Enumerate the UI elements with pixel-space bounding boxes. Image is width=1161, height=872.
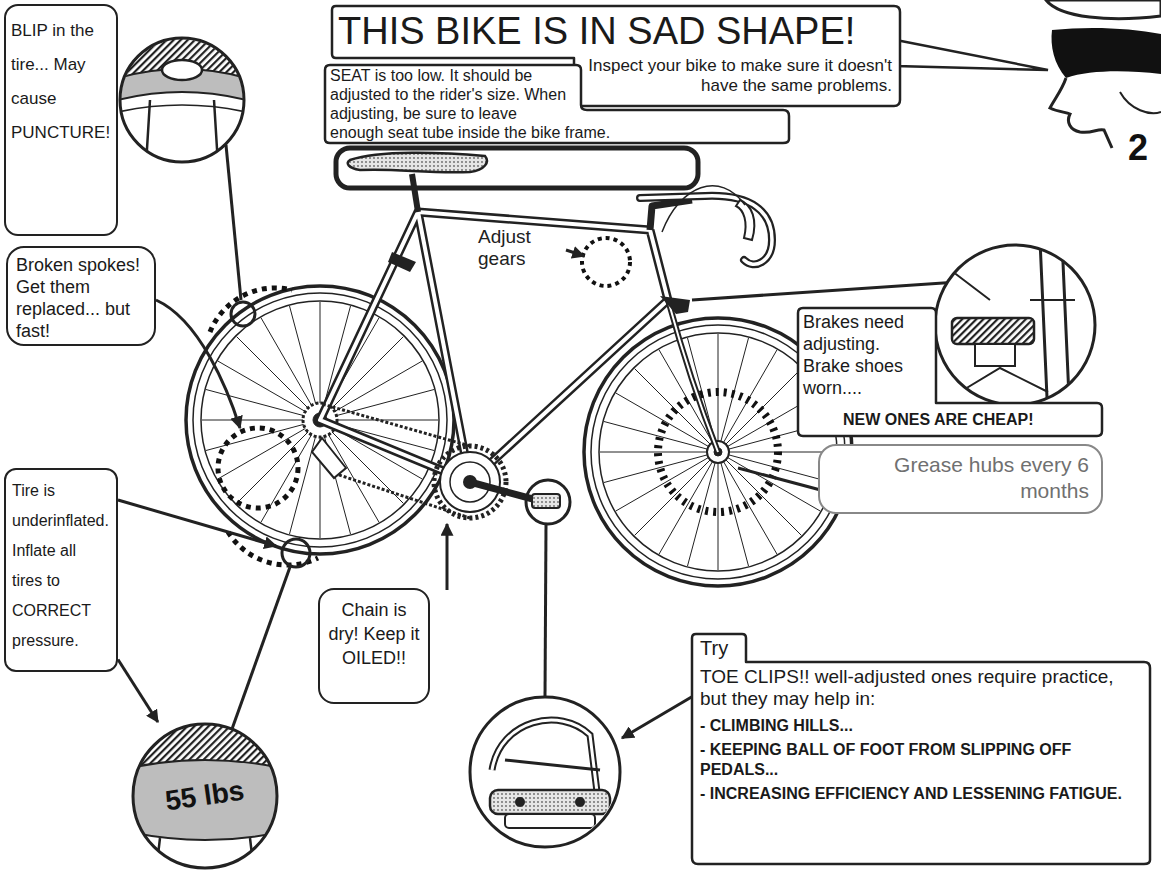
pedal-bolt xyxy=(515,797,525,807)
saddle xyxy=(348,153,487,173)
blip xyxy=(162,60,202,80)
callout-text: - CLIMBING HILLS... xyxy=(700,716,1142,736)
callout-text: Tire is underinflated. Inflate all tires… xyxy=(12,476,110,656)
speech-tail xyxy=(896,40,1048,70)
callout-text: SEAT is too low. It should be adjusted t… xyxy=(330,66,784,142)
fork-fill xyxy=(668,300,718,452)
pointer-arrow xyxy=(446,524,449,590)
callout-text: NEW ONES ARE CHEAP! xyxy=(843,409,1097,431)
callout-text: Brakes need adjusting. Brake shoes worn.… xyxy=(803,311,931,399)
brake-cable xyxy=(662,186,745,232)
seat-post xyxy=(412,174,418,212)
detail-circle xyxy=(470,697,620,847)
detail-circle xyxy=(935,245,1095,405)
fork xyxy=(668,300,718,452)
callout-bubble: Grease hubs every 6 months xyxy=(818,444,1103,514)
callout-text: BLIP in the tire... May cause PUNCTURE! xyxy=(11,14,111,150)
callout-text: - KEEPING BALL OF FOOT FROM SLIPPING OFF… xyxy=(700,740,1142,780)
helmet xyxy=(1046,0,1161,19)
callout-bubble: Broken spokes! Get them replaced... but … xyxy=(6,246,156,346)
detail-circle xyxy=(120,38,244,162)
callout-text: - INCREASING EFFICIENCY AND LESSENING FA… xyxy=(700,784,1142,804)
brake-lever xyxy=(736,200,754,240)
pointer-arrow xyxy=(118,500,276,546)
bubble-path xyxy=(798,308,1102,436)
callout-text: Broken spokes! Get them replaced... but … xyxy=(16,254,146,342)
pedal-plate xyxy=(505,814,595,828)
pointer-arrow xyxy=(566,250,584,256)
seat-callout-loop xyxy=(336,148,698,188)
rim-mark xyxy=(210,288,292,332)
frame-fill xyxy=(320,212,668,482)
connector-line xyxy=(118,659,158,722)
rear-caliper xyxy=(388,252,416,272)
rim-edge xyxy=(118,105,246,112)
callout-text: Grease hubs every 6 months xyxy=(832,452,1089,504)
pedal xyxy=(532,494,560,508)
gear-mark xyxy=(582,238,630,286)
callout-bubble: SEAT is too low. It should be adjusted t… xyxy=(322,62,792,146)
chainring-teeth xyxy=(434,446,506,518)
bubble-path xyxy=(692,634,1150,864)
tire-band xyxy=(120,760,290,840)
leader-line xyxy=(692,282,958,300)
pointer-arrow xyxy=(156,300,240,428)
callout-bubble: Tire is underinflated. Inflate all tires… xyxy=(4,468,118,672)
face-profile xyxy=(1050,78,1112,148)
callout-text: TOE CLIPS!! well-adjusted ones require p… xyxy=(700,666,1142,710)
broken-spokes-mark xyxy=(218,428,298,508)
leader-line xyxy=(232,567,290,729)
bottom-bracket xyxy=(463,475,477,489)
pressure-value: 55 lbs xyxy=(163,775,246,818)
leader-line xyxy=(226,145,241,300)
strap xyxy=(505,760,600,770)
callout-text: Try xyxy=(700,636,1142,660)
front-caliper xyxy=(660,296,690,314)
callout-bubble: Brakes need adjusting. Brake shoes worn.… xyxy=(795,305,1105,439)
circle-outline xyxy=(133,724,277,868)
pointer-arrow xyxy=(622,692,700,738)
handlebar-fill xyxy=(640,196,772,264)
derailleur xyxy=(312,438,346,478)
spot-marker xyxy=(231,302,255,326)
callout-bubble: TryTOE CLIPS!! well-adjusted ones requir… xyxy=(688,632,1154,868)
speech-text: Inspect your bike to make sure it doesn'… xyxy=(588,56,892,96)
trouble-marks xyxy=(210,238,778,565)
cheek-line xyxy=(1120,92,1161,113)
bubble-path xyxy=(325,65,789,143)
pedal-marker xyxy=(526,480,570,524)
pressure-circle: 55 lbs xyxy=(131,722,279,870)
handlebar xyxy=(640,196,772,264)
page-number: 2 xyxy=(1128,128,1160,168)
toe-clip-detail xyxy=(490,720,610,828)
goggles xyxy=(1052,28,1161,78)
wrap-spacer xyxy=(574,66,784,108)
detail-ground xyxy=(935,245,1095,405)
leader-line xyxy=(545,524,546,697)
chainring-inner xyxy=(450,462,490,502)
frame-outline xyxy=(320,212,668,482)
pedal-bolt xyxy=(575,797,585,807)
title-text: THIS BIKE IS IN SAD SHAPE! xyxy=(338,10,892,52)
callout-bubble: Chain is dry! Keep it OILED!! xyxy=(318,588,430,704)
pedal-body xyxy=(490,790,610,814)
spot-marker xyxy=(282,539,310,567)
callout-bubble: BLIP in the tire... May cause PUNCTURE! xyxy=(4,4,118,236)
shoe-holder xyxy=(975,344,1015,366)
chainring xyxy=(440,452,500,512)
callout-text: Chain is dry! Keep it OILED!! xyxy=(326,598,422,670)
part-label: Adjust gears xyxy=(478,226,568,270)
detail-ground xyxy=(470,697,620,847)
brake-shoe xyxy=(952,318,1034,344)
tire-detail xyxy=(120,720,290,872)
narrator-face xyxy=(1046,0,1161,148)
